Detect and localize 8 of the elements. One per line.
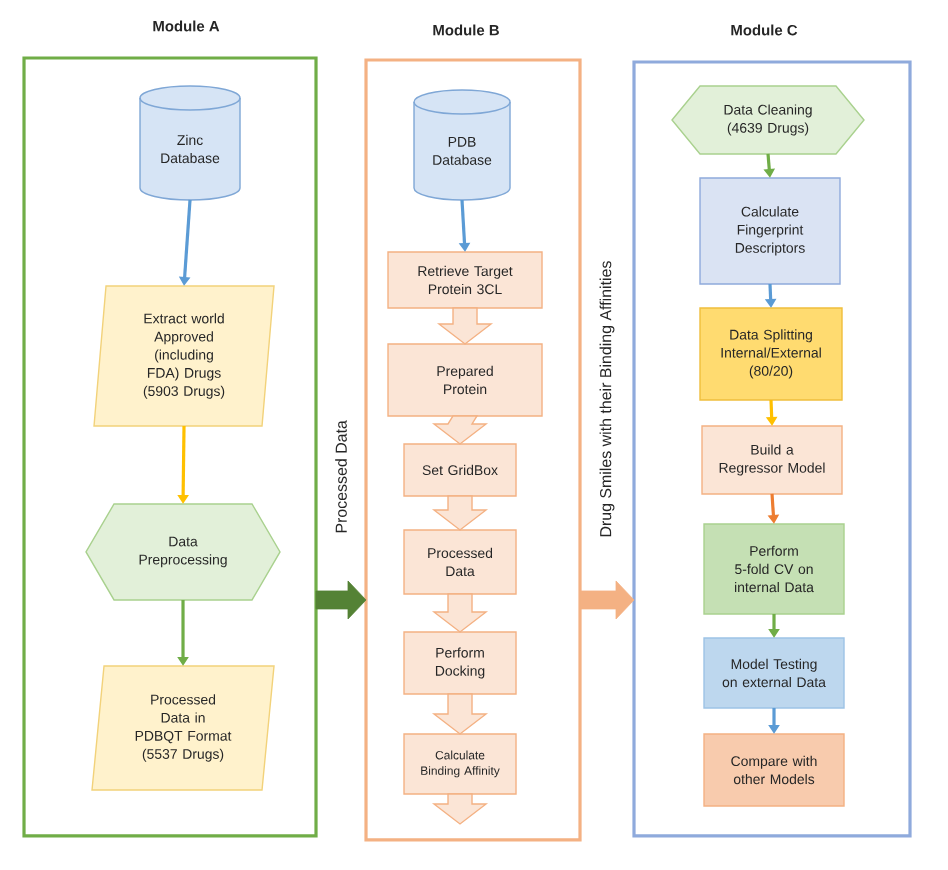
block-arrow: [431, 593, 489, 633]
block-arrow: [436, 307, 494, 345]
block-arrow: [315, 580, 367, 620]
block-arrow: [579, 580, 635, 620]
block-arrow: [431, 793, 489, 825]
block-arrow: [431, 415, 489, 445]
block-arrow: [431, 495, 489, 531]
block-arrow: [431, 693, 489, 735]
